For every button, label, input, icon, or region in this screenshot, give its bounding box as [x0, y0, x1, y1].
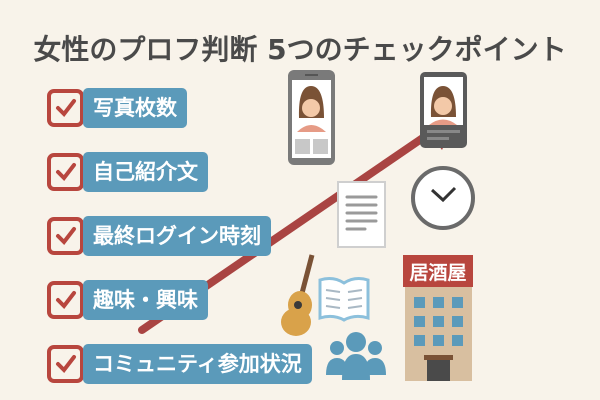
clock-icon	[411, 166, 475, 230]
checkmark-icon	[56, 355, 76, 374]
checkbox-self-intro	[47, 153, 84, 191]
checkbox-hobbies	[47, 281, 84, 319]
people-group-icon	[326, 332, 386, 380]
checkbox-community	[47, 345, 84, 383]
page-title: 女性のプロフ判断 5つのチェックポイント	[33, 33, 567, 66]
checklist-label: 最終ログイン時刻	[83, 216, 271, 256]
smartphone-profile-icon	[288, 70, 335, 165]
checklist-label: コミュニティ参加状況	[83, 344, 312, 384]
checklist-label: 自己紹介文	[83, 152, 208, 192]
building-sign-text: 居酒屋	[409, 262, 466, 284]
checkmark-icon	[56, 99, 76, 118]
checkbox-photo-count	[47, 89, 84, 127]
document-icon	[337, 181, 386, 248]
id-card-icon	[420, 72, 467, 148]
izakaya-building-icon: 居酒屋	[403, 255, 473, 381]
checklist-label: 写真枚数	[83, 88, 187, 128]
checklist-label: 趣味・興味	[83, 280, 208, 320]
checkmark-icon	[56, 227, 76, 246]
guitar-icon	[281, 254, 315, 336]
checkmark-icon	[56, 163, 76, 182]
book-icon	[318, 277, 370, 322]
checkmark-icon	[56, 291, 76, 310]
checkbox-last-login	[47, 217, 84, 255]
